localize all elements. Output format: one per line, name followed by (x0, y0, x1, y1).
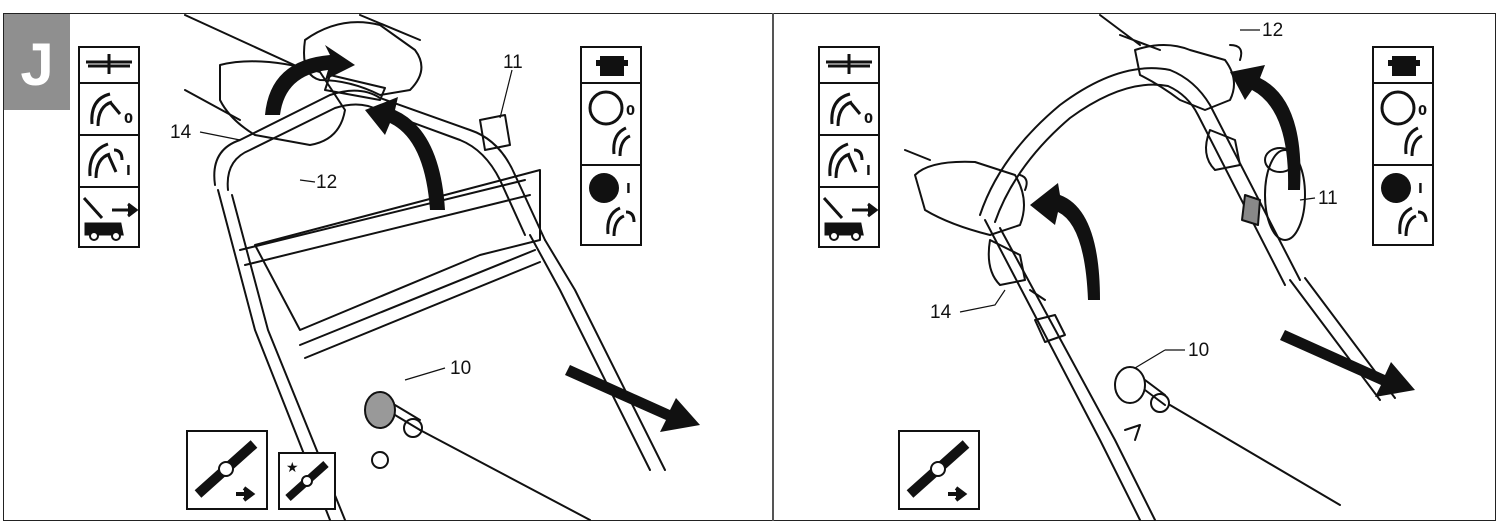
pull-start-mower-icon (820, 188, 879, 246)
blade-height-icon (820, 48, 878, 84)
left-crossbar-upper-2 (244, 194, 531, 266)
right-arm-lines (904, 14, 1161, 161)
callout-11: 11 (1318, 188, 1338, 209)
lever-position-0-icon: 0 (80, 84, 138, 136)
right-throttle-housing (1264, 149, 1306, 241)
figure-frame (3, 13, 1496, 521)
left-lower-tube-right-inner (544, 239, 666, 471)
choke-off-icon: 0 (582, 84, 640, 166)
left-handlebar (213, 89, 546, 241)
engine-icon (582, 48, 640, 84)
left-handlebar-inner (226, 103, 526, 236)
right-start-icon-column: 0 I (818, 46, 880, 248)
right-engine-icon-column: 0 I (1372, 46, 1434, 246)
callout-12: 12 (1262, 20, 1284, 41)
right-hand-upper (1134, 44, 1235, 111)
engine-icon (1374, 48, 1432, 84)
callout-11: 11 (503, 52, 523, 73)
right-rotate-arrow-2 (1230, 65, 1301, 190)
left-lower-tube-right (529, 234, 651, 471)
left-crossbar-upper (239, 179, 526, 251)
right-lever-12 (1205, 129, 1241, 171)
right-knob-10 (1114, 366, 1146, 404)
right-push-arrow (1280, 330, 1415, 397)
left-hand-upper (303, 21, 423, 96)
left-crossbar-lower-2 (304, 261, 541, 359)
right-cable (1169, 404, 1341, 506)
left-arm-lines (184, 14, 421, 121)
right-lower-tube-left-inner (999, 227, 1156, 521)
choke-on-icon: I (582, 166, 640, 244)
left-rotate-arrow-1 (265, 45, 355, 115)
callout-14: 14 (170, 122, 192, 143)
callout-10: 10 (450, 358, 472, 379)
lever-position-i-icon: I (80, 136, 138, 188)
right-lower-tube-left (984, 219, 1141, 521)
choke-on-icon: I (1374, 166, 1432, 244)
left-hand-lower (219, 60, 346, 146)
left-rotate-arrow-2 (365, 97, 445, 210)
left-engine-icon-column: 0 I (580, 46, 642, 246)
left-push-arrow (565, 365, 700, 432)
callout-12: 12 (316, 172, 338, 193)
blade-height-icon (80, 48, 138, 84)
pull-start-mower-icon (80, 188, 139, 246)
lever-position-i-icon: I (820, 136, 878, 188)
callout-10: 10 (1188, 340, 1210, 361)
left-cable (419, 429, 591, 521)
right-hand-left (914, 160, 1025, 236)
left-knob-10 (364, 391, 396, 429)
left-grass-bag (254, 169, 541, 331)
left-start-icon-column: 0 I (78, 46, 140, 248)
right-lever-14 (987, 239, 1026, 286)
blade-direction-icon (898, 430, 980, 510)
right-rotate-arrow-1 (1030, 183, 1100, 300)
panel-divider (772, 13, 774, 521)
lever-position-0-icon: 0 (820, 84, 878, 136)
choke-off-icon: 0 (1374, 84, 1432, 166)
right-handlebar (979, 67, 1301, 281)
blade-star-icon: ★ (278, 452, 336, 510)
svg-text:★: ★ (286, 460, 299, 476)
section-badge: J (4, 14, 70, 110)
blade-direction-icon (186, 430, 268, 510)
left-bail-lever (324, 74, 386, 101)
right-lower-tube-right (1289, 279, 1381, 401)
right-handlebar-inner (994, 83, 1286, 286)
callout-14: 14 (930, 302, 952, 323)
left-crossbar-lower (299, 249, 536, 346)
left-control-box (479, 114, 511, 151)
